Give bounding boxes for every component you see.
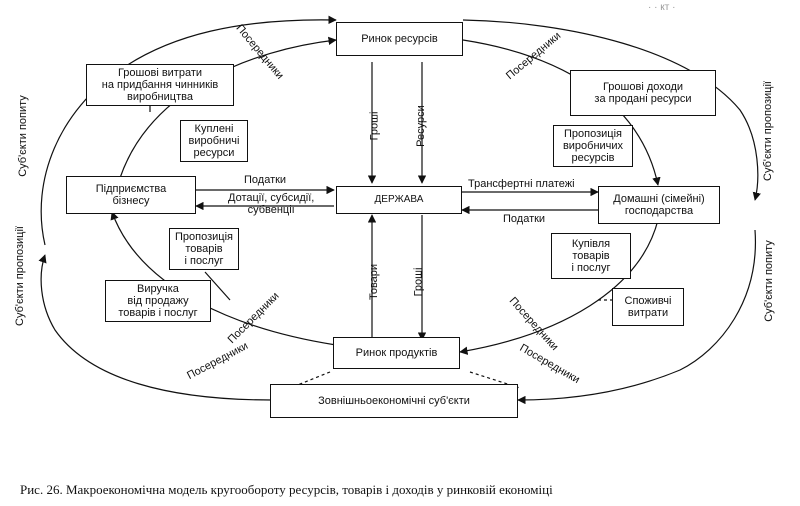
resource-market-box: Ринок ресурсів [336,22,463,56]
resources-top-label: Ресурси [414,105,427,147]
goods-bottom-label: Товари [368,263,381,301]
demand-subjects-left-label: Суб'єкти попиту [16,95,29,177]
outer-arc-left-bottom [38,254,273,401]
bought-goods-box: Купівля товарів і послуг [551,233,631,279]
transfers-label: Трансфертні платежі [468,178,575,190]
connector-foreign-to-product-market [289,371,331,389]
corner-mark: · · кт · [648,2,676,13]
flow-arc-households-to-product-market [459,219,659,355]
supply-subjects-left-label: Суб'єкти пропозиції [13,226,26,326]
leader-goods-supply [204,271,231,301]
demand-subjects-right-label: Суб'єкти попиту [762,240,775,322]
money-top-label: Гроші [368,111,381,141]
goods-supply-box: Пропозиція товарів і послуг [169,228,239,270]
foreign-subjects-box: Зовнішньоекономічні суб'єкти [270,384,518,418]
revenue-box: Виручка від продажу товарів і послуг [105,280,211,322]
bought-resources-box: Куплені виробничі ресурси [180,120,248,162]
taxes-business-label: Податки [244,174,287,186]
money-income-box: Грошові доходи за продані ресурси [570,70,716,116]
outer-arc-right-bottom [517,229,756,405]
taxes-households-label: Податки [503,213,546,225]
money-bottom-label: Гроші [412,267,425,297]
subsidies-label: Дотації, субсидії, субвенції [228,192,315,216]
business-box: Підприємства бізнесу [66,176,196,214]
state-box: ДЕРЖАВА [336,186,462,214]
supply-subjects-right-label: Суб'єкти пропозиції [761,81,774,181]
money-expenses-box: Грошові витрати на придбання чинників ви… [86,64,234,106]
figure-caption: Рис. 26. Макроекономічна модель кругообо… [20,482,553,497]
product-market-box: Ринок продуктів [333,337,460,369]
consumer-spending-box: Споживчі витрати [612,288,684,326]
resource-supply-box: Пропозиція виробничих ресурсів [553,125,633,167]
households-box: Домашні (сімейні) господарства [598,186,720,224]
